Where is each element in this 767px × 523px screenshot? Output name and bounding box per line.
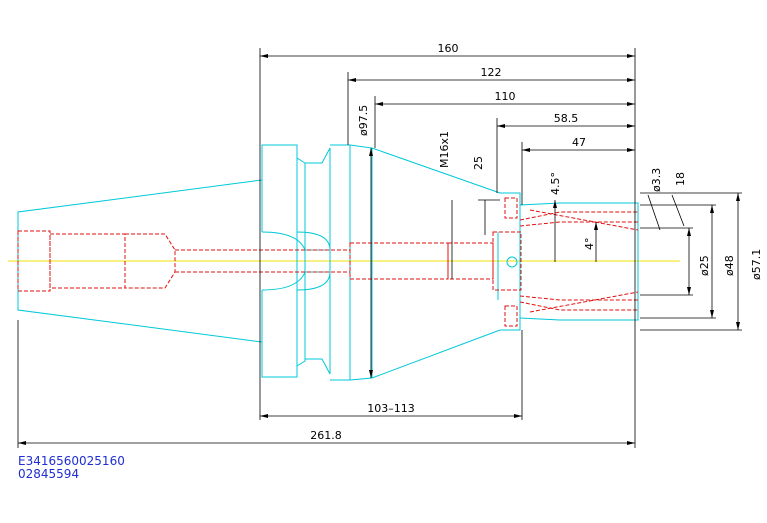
dim-160: 160 [438, 42, 459, 55]
dim-110: 110 [495, 90, 516, 103]
dimension-lines [17, 48, 742, 448]
tool-holder-outline [17, 144, 639, 381]
arrow-heads [18, 54, 740, 445]
dim-103-113: 103–113 [367, 402, 415, 415]
dim-47: 47 [572, 136, 586, 149]
dim-dia-3-3: ø3.3 [650, 168, 663, 192]
part-code-line2: 02845594 [18, 467, 80, 481]
dim-18: 18 [674, 172, 687, 186]
dim-angle-4-5: 4.5° [549, 172, 562, 195]
dim-dia-57-1: ø57.1 [750, 249, 763, 280]
dim-261-8: 261.8 [310, 429, 342, 442]
dim-dia-97-5: ø97.5 [357, 105, 370, 136]
hidden-lines [17, 197, 639, 327]
dim-thread-m16: M16x1 [438, 131, 451, 168]
dim-angle-4: 4° [583, 238, 596, 251]
dim-dia-25: ø25 [698, 255, 711, 276]
dim-25: 25 [472, 156, 485, 170]
dim-58-5: 58.5 [554, 112, 579, 125]
part-code-line1: E3416560025160 [18, 454, 125, 468]
dim-122: 122 [481, 66, 502, 79]
dimension-labels: 160 122 110 58.5 47 103–113 261.8 ø97.5 … [310, 42, 763, 442]
dim-dia-48: ø48 [723, 255, 736, 276]
